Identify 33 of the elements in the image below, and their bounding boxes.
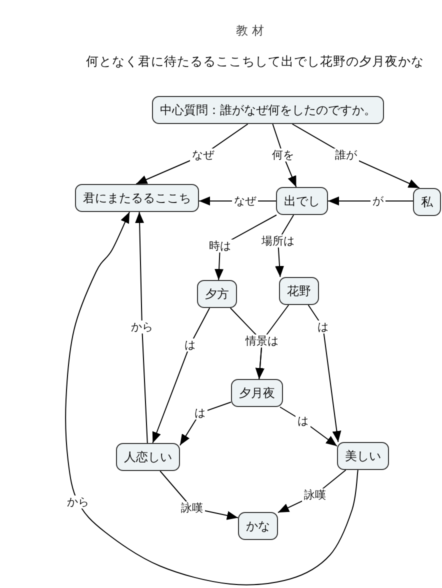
edge-label: 誰が [333,148,359,162]
concept-box: 出でし [276,187,328,215]
concept-box: 花野 [279,277,319,305]
edge-label: 何を [270,148,296,162]
concept-box: 君にまたるるここち [75,184,199,212]
arrow [280,406,338,447]
arrow [152,308,210,444]
concept-box: 夕月夜 [231,379,283,407]
arrow [308,304,342,442]
edge-label: が [370,194,386,208]
concept-box: 夕方 [197,280,237,308]
edge-label: は [296,414,310,428]
arrow [135,212,148,444]
concept-box: 私 [413,188,441,216]
edge-label: 場所は [260,234,296,248]
edge-label: 時は [207,240,233,252]
poem-text: 何となく君に待たるるここちして出でし花野の夕月夜かな [86,54,424,70]
edge-label: 詠嘆 [302,488,328,502]
concept-box: かな [238,512,278,540]
edge-label: 詠嘆 [179,502,205,514]
concept-box: 美しい [337,442,389,470]
concept-box: 中心質問：誰がなぜ何をしたのですか。 [152,96,384,124]
arrow [180,402,232,446]
arrow [328,196,414,206]
title: 教 材 [236,22,264,40]
concept-box: 人恋しい [116,443,180,471]
edge-label: なぜ [190,148,216,162]
edge-label: は [192,406,208,420]
edge-label: は [182,338,198,352]
edge-label: 情景は [244,334,280,348]
edge-label: なぜ [232,194,258,208]
edge-label: は [316,320,330,334]
arrow [65,212,358,586]
